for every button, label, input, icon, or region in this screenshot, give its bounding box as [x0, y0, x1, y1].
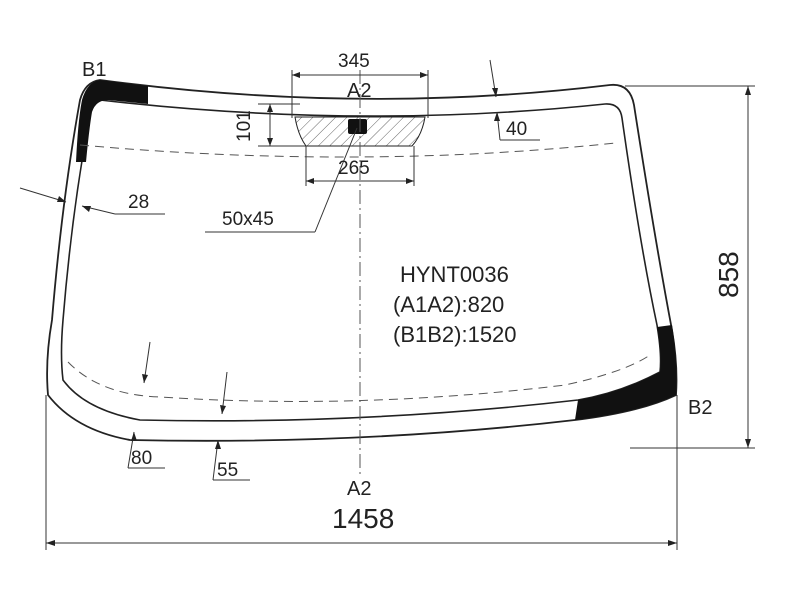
label-b1: B1 — [82, 59, 106, 81]
black-print-bottom-right — [575, 325, 677, 420]
dim-50x45: 50x45 — [222, 209, 274, 230]
dashed-bottom-line — [67, 354, 651, 402]
dashed-top-line — [79, 142, 616, 158]
part-code: HYNT0036 — [400, 262, 509, 287]
dim-345: 345 — [338, 51, 370, 72]
dim-55: 55 — [217, 460, 238, 481]
dim-28: 28 — [128, 192, 149, 213]
black-print-top-left — [76, 80, 148, 162]
dim-101: 101 — [234, 110, 255, 142]
dim-40: 40 — [506, 119, 527, 140]
dim-858: 858 — [713, 251, 744, 298]
glass-inner-edge — [60, 99, 662, 422]
label-a2-top: A2 — [347, 80, 371, 102]
label-a2-bottom: A2 — [347, 478, 371, 500]
dim-265: 265 — [338, 158, 370, 179]
leader-50x45 — [314, 127, 358, 233]
sensor-pad — [348, 119, 367, 134]
dim-80: 80 — [131, 448, 152, 469]
label-b2: B2 — [688, 397, 712, 419]
dim-1458: 1458 — [332, 503, 394, 534]
spec-b1b2: (B1B2):1520 — [393, 322, 517, 347]
spec-a1a2: (A1A2):820 — [393, 292, 504, 317]
